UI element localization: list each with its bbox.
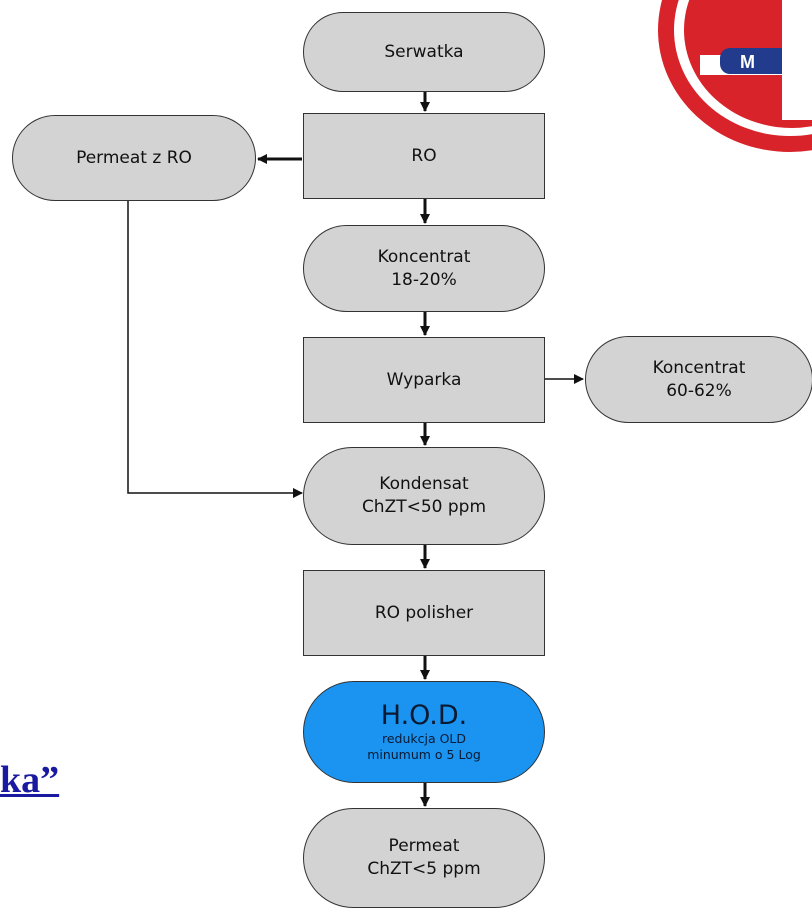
node-hod-title: H.O.D.: [380, 700, 468, 731]
node-wyparka: Wyparka: [303, 337, 545, 423]
node-ro: RO: [303, 113, 545, 199]
node-serwatka-label: Serwatka: [384, 41, 464, 62]
node-hod-line1: redukcja OLD: [381, 731, 467, 746]
node-permeat-final-line1: Permeat: [388, 836, 460, 856]
node-koncentrat-2: Koncentrat 60-62%: [585, 336, 812, 423]
node-ro-label: RO: [411, 145, 437, 166]
node-kondensat-line1: Kondensat: [379, 474, 469, 494]
node-permeat-ro: Permeat z RO: [12, 115, 256, 201]
node-permeat-ro-label: Permeat z RO: [76, 147, 192, 168]
node-koncentrat-1: Koncentrat 18-20%: [303, 225, 545, 312]
node-hod-line2: minumum o 5 Log: [367, 747, 481, 762]
title-fragment[interactable]: ka”: [0, 759, 60, 801]
node-koncentrat-2-line2: 60-62%: [666, 380, 732, 401]
node-permeat-final: Permeat ChZT<5 ppm: [303, 808, 545, 908]
node-koncentrat-1-line2: 18-20%: [391, 269, 457, 290]
node-ro-polisher: RO polisher: [303, 570, 545, 656]
node-wyparka-label: Wyparka: [386, 369, 462, 390]
node-serwatka: Serwatka: [303, 12, 545, 92]
node-hod: H.O.D. redukcja OLD minumum o 5 Log: [303, 681, 545, 783]
node-koncentrat-2-line1: Koncentrat: [652, 357, 746, 378]
node-permeat-final-line2: ChZT<5 ppm: [367, 859, 481, 879]
node-koncentrat-1-line1: Koncentrat: [377, 246, 471, 267]
node-ro-polisher-label: RO polisher: [374, 602, 474, 623]
node-kondensat: Kondensat ChZT<50 ppm: [303, 447, 545, 545]
node-kondensat-line2: ChZT<50 ppm: [361, 497, 487, 517]
line-permeat-kondensat: [127, 200, 303, 498]
